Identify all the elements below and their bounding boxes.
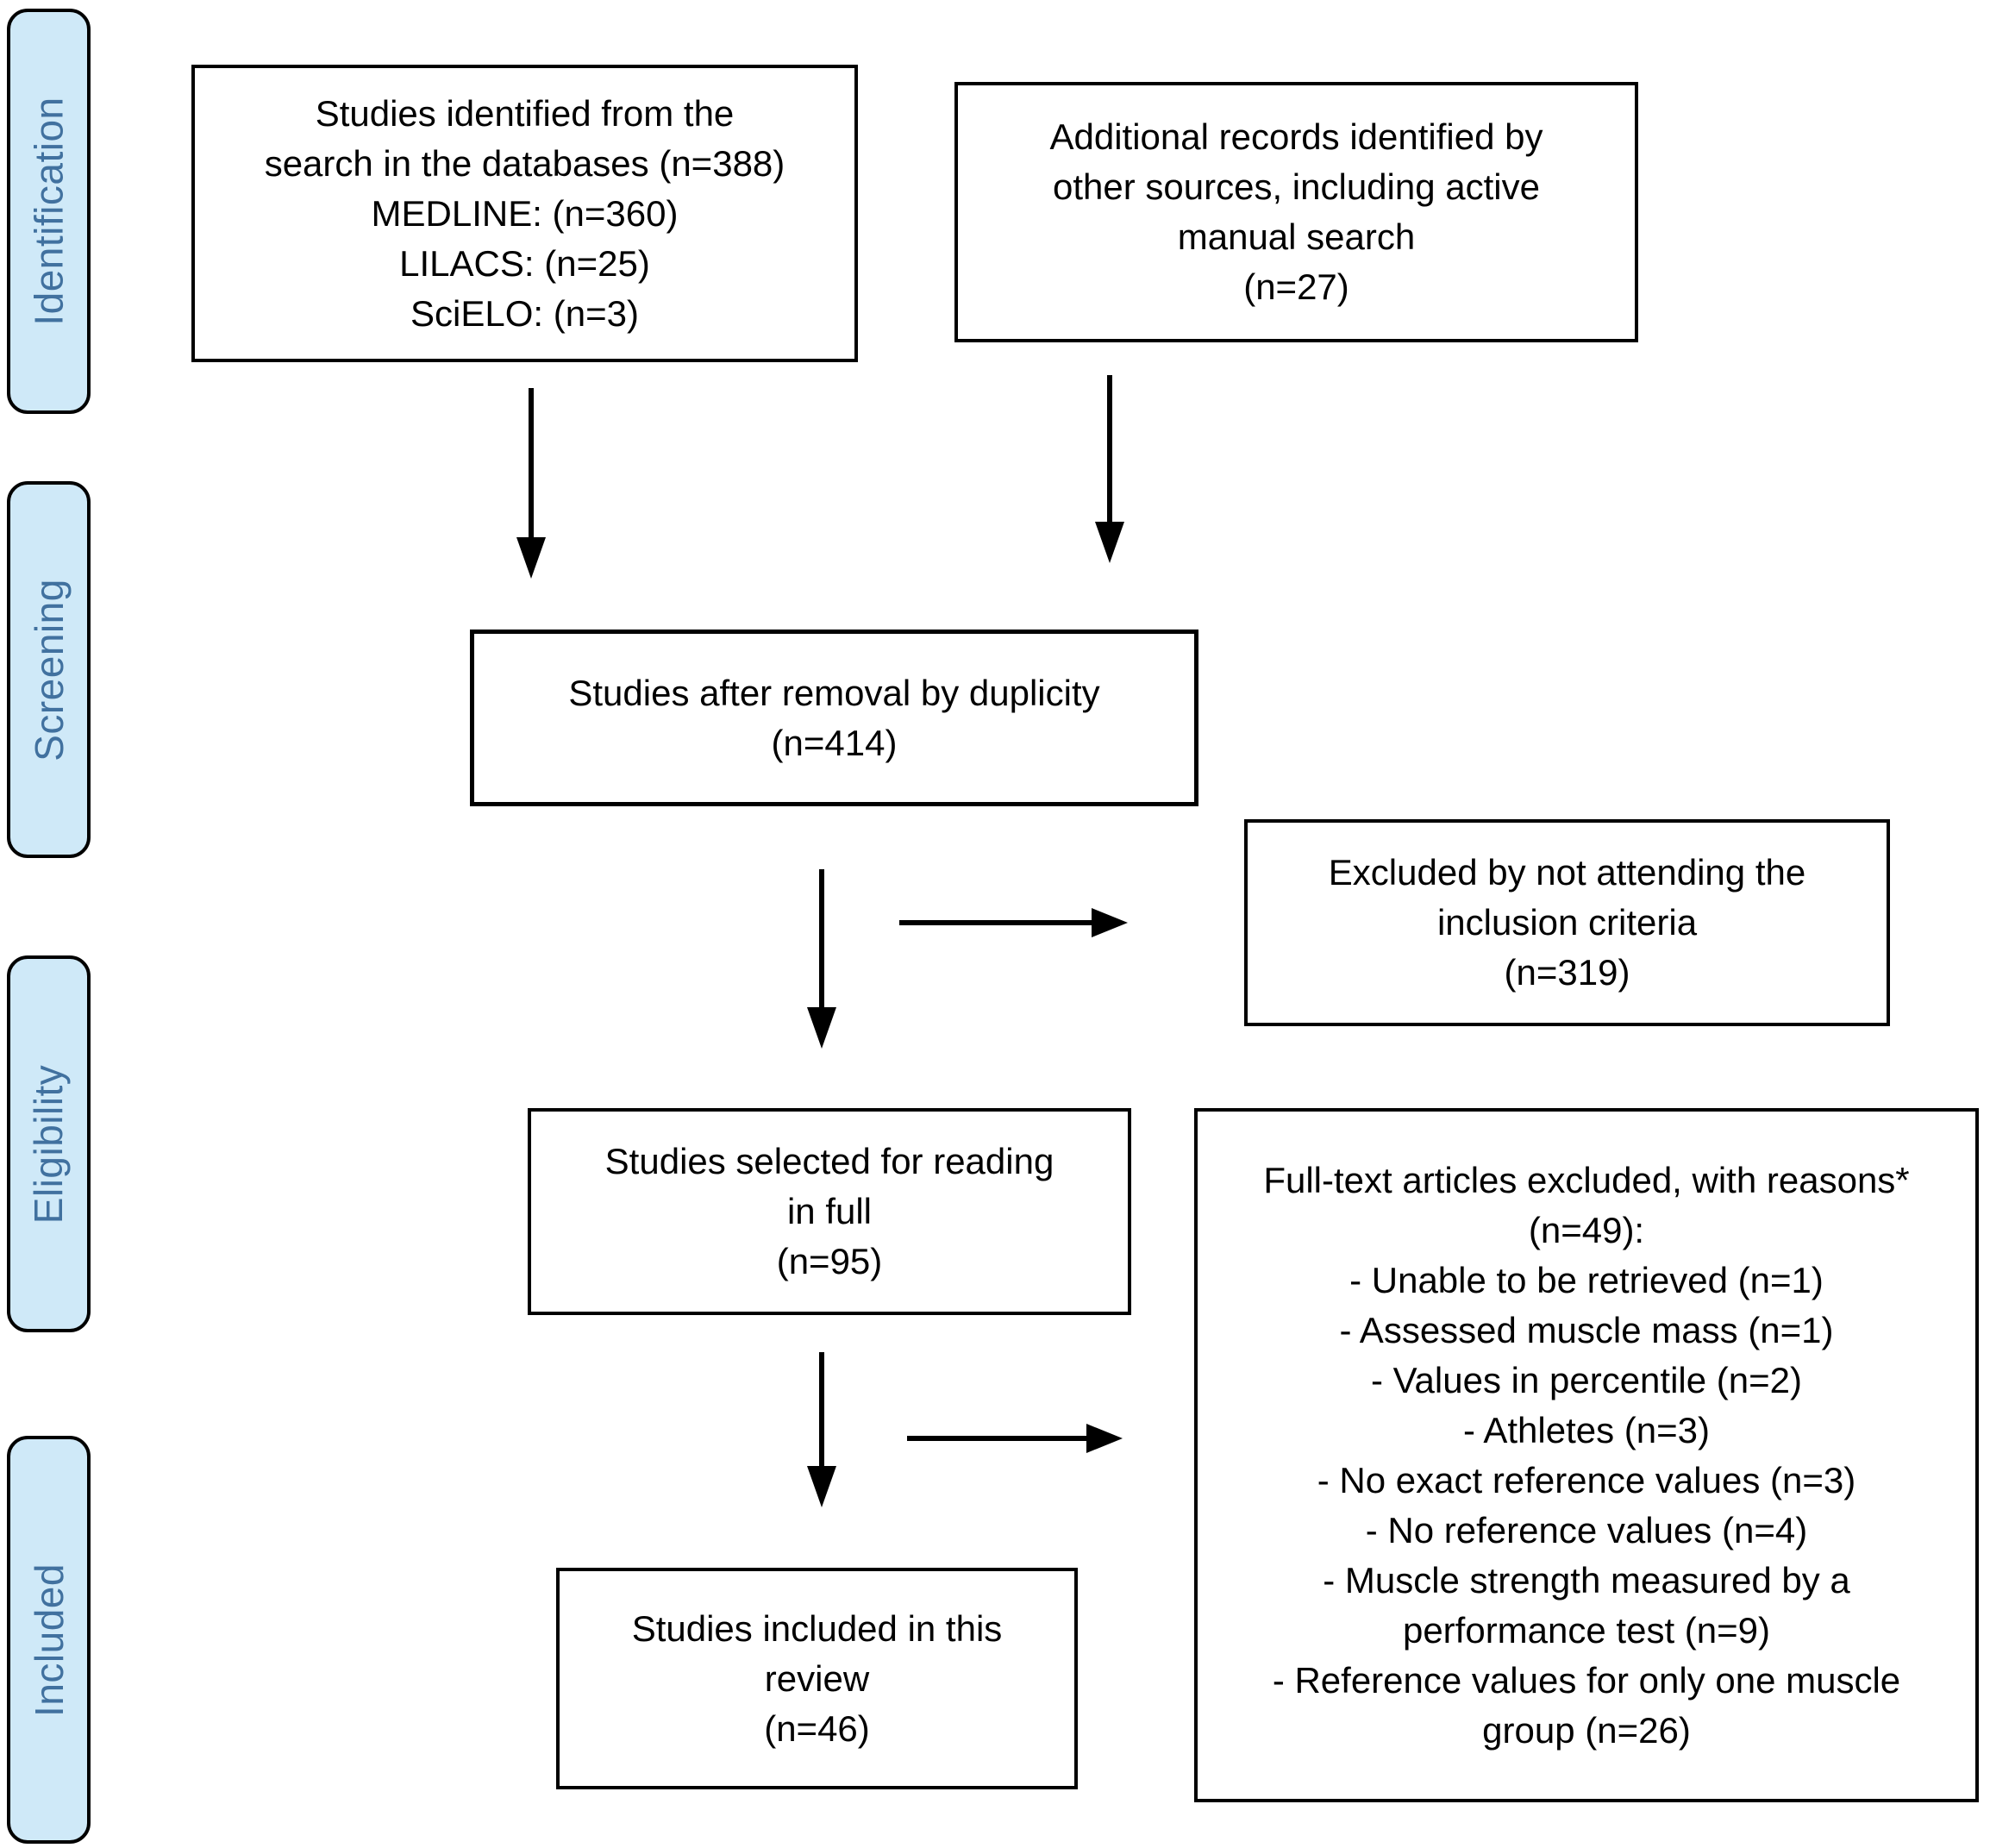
arrow-head-down-icon xyxy=(516,537,546,579)
arrow-shaft xyxy=(529,388,534,538)
stage-identification: Identification xyxy=(7,9,91,414)
arrow-head-down-icon xyxy=(807,1466,836,1507)
box-studies-identified: Studies identified from the search in th… xyxy=(191,65,858,362)
arrow-shaft xyxy=(899,920,1094,925)
stage-included: Included xyxy=(7,1436,91,1844)
box-additional-records: Additional records identified by other s… xyxy=(954,82,1638,342)
box-selected-full-reading: Studies selected for reading in full (n=… xyxy=(528,1108,1131,1315)
arrow-shaft xyxy=(1107,375,1112,523)
box-studies-included: Studies included in this review (n=46) xyxy=(556,1568,1078,1789)
arrow-head-down-icon xyxy=(807,1007,836,1049)
arrow-shaft xyxy=(907,1436,1089,1441)
stage-identification-label: Identification xyxy=(26,97,72,326)
box-excluded-inclusion-criteria: Excluded by not attending the inclusion … xyxy=(1244,819,1890,1026)
stage-eligibility-label: Eligibility xyxy=(26,1064,72,1224)
box-fulltext-excluded-reasons: Full-text articles excluded, with reason… xyxy=(1194,1108,1979,1802)
arrow-shaft xyxy=(819,869,824,1008)
stage-screening: Screening xyxy=(7,481,91,858)
stage-screening-label: Screening xyxy=(26,578,72,761)
arrow-head-right-icon xyxy=(1092,908,1128,937)
stage-included-label: Included xyxy=(26,1563,72,1717)
box-after-duplicate-removal: Studies after removal by duplicity (n=41… xyxy=(470,630,1198,806)
arrow-shaft xyxy=(819,1352,824,1467)
arrow-head-right-icon xyxy=(1086,1424,1123,1453)
stage-eligibility: Eligibility xyxy=(7,955,91,1332)
arrow-head-down-icon xyxy=(1095,522,1124,563)
